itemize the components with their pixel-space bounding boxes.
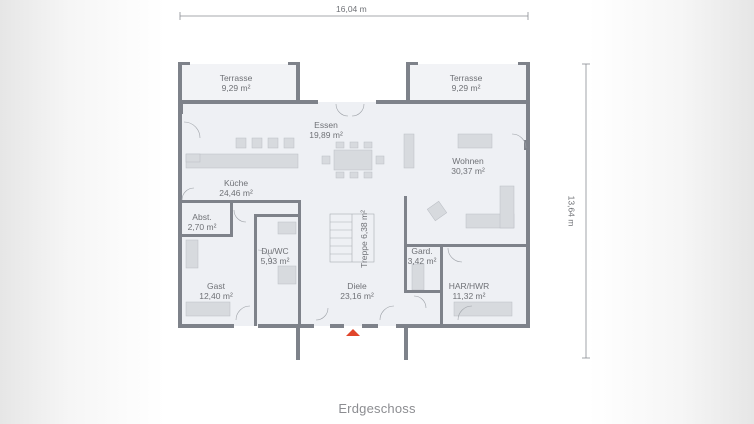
room-label-du-wc: Du/WC 5,93 m² bbox=[261, 246, 290, 266]
entrance-marker bbox=[346, 329, 360, 336]
room-area: 2,70 m² bbox=[187, 222, 217, 232]
room-label-gard: Gard. 3,42 m² bbox=[408, 246, 437, 266]
room-label-wohnen: Wohnen 30,37 m² bbox=[451, 156, 485, 176]
room-label-diele: Diele 23,16 m² bbox=[340, 281, 374, 301]
room-name: Gard. bbox=[411, 246, 433, 256]
room-area: 30,37 m² bbox=[451, 166, 485, 176]
room-area: 23,16 m² bbox=[340, 291, 374, 301]
door-swings bbox=[181, 103, 527, 321]
room-label-abst: Abst. 2,70 m² bbox=[188, 212, 217, 232]
furniture bbox=[185, 133, 515, 317]
width-dimension-label: 16,04 m bbox=[336, 4, 367, 14]
terrace-right-floor bbox=[408, 64, 528, 102]
room-label-terrasse-right: Terrasse 9,29 m² bbox=[450, 73, 483, 93]
room-label-har-hwr: HAR/HWR 11,32 m² bbox=[449, 281, 490, 301]
room-name: Du/WC bbox=[261, 246, 289, 256]
room-area: 3,42 m² bbox=[407, 256, 437, 266]
room-label-gast: Gast 12,40 m² bbox=[199, 281, 233, 301]
room-name: Gast bbox=[207, 281, 225, 291]
room-label-treppe: Treppe 6,38 m² bbox=[359, 210, 369, 268]
room-name: Diele bbox=[347, 281, 367, 291]
floor-caption: Erdgeschoss bbox=[338, 401, 416, 416]
room-area: 9,29 m² bbox=[451, 83, 481, 93]
room-name: Wohnen bbox=[452, 156, 484, 166]
room-name: Essen bbox=[314, 120, 338, 130]
depth-dimension-label: 13,64 m bbox=[566, 195, 577, 227]
room-name: Abst. bbox=[192, 212, 212, 222]
walls bbox=[178, 62, 530, 360]
room-area: 5,93 m² bbox=[260, 256, 290, 266]
room-area: 24,46 m² bbox=[219, 188, 253, 198]
room-label-terrasse-left: Terrasse 9,29 m² bbox=[220, 73, 253, 93]
room-label-kueche: Küche 24,46 m² bbox=[219, 178, 253, 198]
staircase bbox=[329, 213, 375, 263]
room-area: 12,40 m² bbox=[199, 291, 233, 301]
depth-dimension-line bbox=[582, 63, 590, 359]
room-area: 6,38 m² bbox=[359, 210, 369, 239]
terrace-left-floor bbox=[180, 64, 298, 102]
room-area: 9,29 m² bbox=[221, 83, 251, 93]
room-name: Terrasse bbox=[449, 73, 483, 83]
room-name: HAR/HWR bbox=[448, 281, 490, 291]
room-name: Treppe bbox=[359, 241, 369, 268]
room-name: Küche bbox=[223, 178, 249, 188]
room-area: 19,89 m² bbox=[309, 130, 343, 140]
room-label-essen: Essen 19,89 m² bbox=[309, 120, 343, 140]
room-name: Terrasse bbox=[219, 73, 253, 83]
width-dimension-line bbox=[179, 12, 529, 20]
room-area: 11,32 m² bbox=[452, 291, 486, 301]
